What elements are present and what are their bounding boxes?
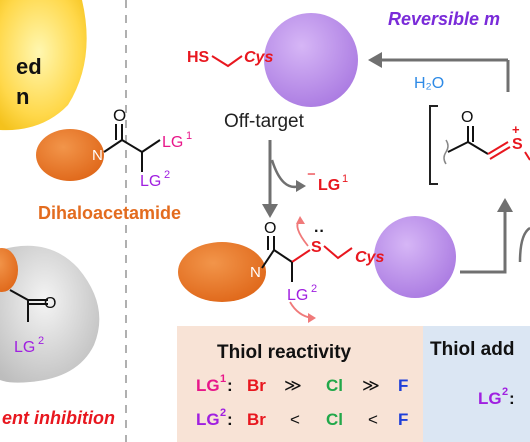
row1-sup: 1 [220, 373, 226, 385]
reaction-arrow-down: − LG 1 [262, 140, 348, 218]
lg2-label: LG [140, 173, 161, 190]
amide-n: N [92, 147, 103, 164]
top-blob-line1: ed [16, 54, 42, 79]
top-blob-line2: n [16, 84, 29, 109]
adduct-lg: LG [287, 287, 308, 304]
lg1-label: LG [162, 134, 183, 151]
row1-f: F [398, 376, 408, 395]
leaving-lg: LG [318, 177, 340, 194]
thiol-cys: Cys [244, 49, 273, 66]
row2-op1: < [290, 410, 300, 429]
thiol-addition-panel: Thiol add LG 2 : [423, 326, 530, 442]
row2-op2: < [368, 410, 378, 429]
row2-cl: Cl [326, 410, 343, 429]
lg1-sup: 1 [186, 130, 192, 142]
thioester-intermediate: O S + [429, 105, 530, 185]
offtarget-thiol: HS Cys Off-target [187, 13, 358, 132]
return-arrow [460, 198, 530, 274]
addition-lg-sup: 2 [502, 386, 508, 398]
row1-op1: ≫ [284, 376, 302, 395]
lg2-sup: 2 [164, 169, 170, 181]
row1-op2: ≫ [362, 376, 380, 395]
compound-label: Dihaloacetamide [38, 203, 181, 223]
dihaloacetamide-structure: N O LG 1 LG 2 [36, 106, 192, 190]
water-label: H₂O [414, 75, 444, 92]
thiol-hs: HS [187, 49, 210, 66]
addition-colon: : [509, 389, 515, 408]
orange-fragment [0, 248, 18, 292]
row2-lg: LG [196, 410, 220, 429]
amide-o: O [113, 106, 126, 125]
addition-lg: LG [478, 389, 502, 408]
thioester-o: O [461, 109, 473, 126]
row2-sup: 2 [220, 407, 226, 419]
purple-protein-offtarget [264, 13, 358, 107]
reactivity-title: Thiol reactivity [217, 342, 352, 363]
adduct-n: N [250, 264, 261, 281]
thioester-s: S [512, 136, 523, 153]
orange-warhead-blob [36, 129, 104, 181]
thiol-reactivity-panel: Thiol reactivity LG 1 : Br ≫ Cl ≫ F LG 2… [177, 326, 423, 442]
row1-colon: : [227, 376, 233, 395]
top-left-blob: ed n [0, 0, 87, 131]
leaving-sup: 1 [342, 173, 348, 185]
thioester-plus: + [512, 122, 520, 137]
lower-lg: LG [14, 339, 35, 356]
thioether-adduct: N O S ·· Cys LG 2 [178, 216, 456, 323]
leaving-minus: − [307, 166, 316, 183]
lower-lg-sup: 2 [38, 335, 44, 347]
row1-br: Br [247, 376, 266, 395]
purple-protein-adduct [374, 216, 456, 298]
adduct-s: S [311, 239, 322, 256]
bottom-caption: ent inhibition [2, 408, 115, 428]
row1-cl: Cl [326, 376, 343, 395]
offtarget-label: Off-target [224, 111, 305, 132]
adduct-lg-sup: 2 [311, 283, 317, 295]
lower-o: O [44, 295, 56, 312]
reversible-title: Reversible m [388, 9, 500, 29]
row1-lg: LG [196, 376, 220, 395]
adduct-lone-pair: ·· [314, 223, 325, 240]
hydrolysis-arrow: H₂O [368, 52, 510, 92]
row2-colon: : [227, 410, 233, 429]
row2-br: Br [247, 410, 266, 429]
adduct-cys: Cys [355, 249, 384, 266]
adduct-o: O [264, 220, 276, 237]
addition-title: Thiol add [430, 339, 514, 360]
bottom-left-blob: O LG 2 [0, 245, 100, 383]
orange-warhead-adduct [178, 242, 266, 302]
row2-f: F [398, 410, 408, 429]
